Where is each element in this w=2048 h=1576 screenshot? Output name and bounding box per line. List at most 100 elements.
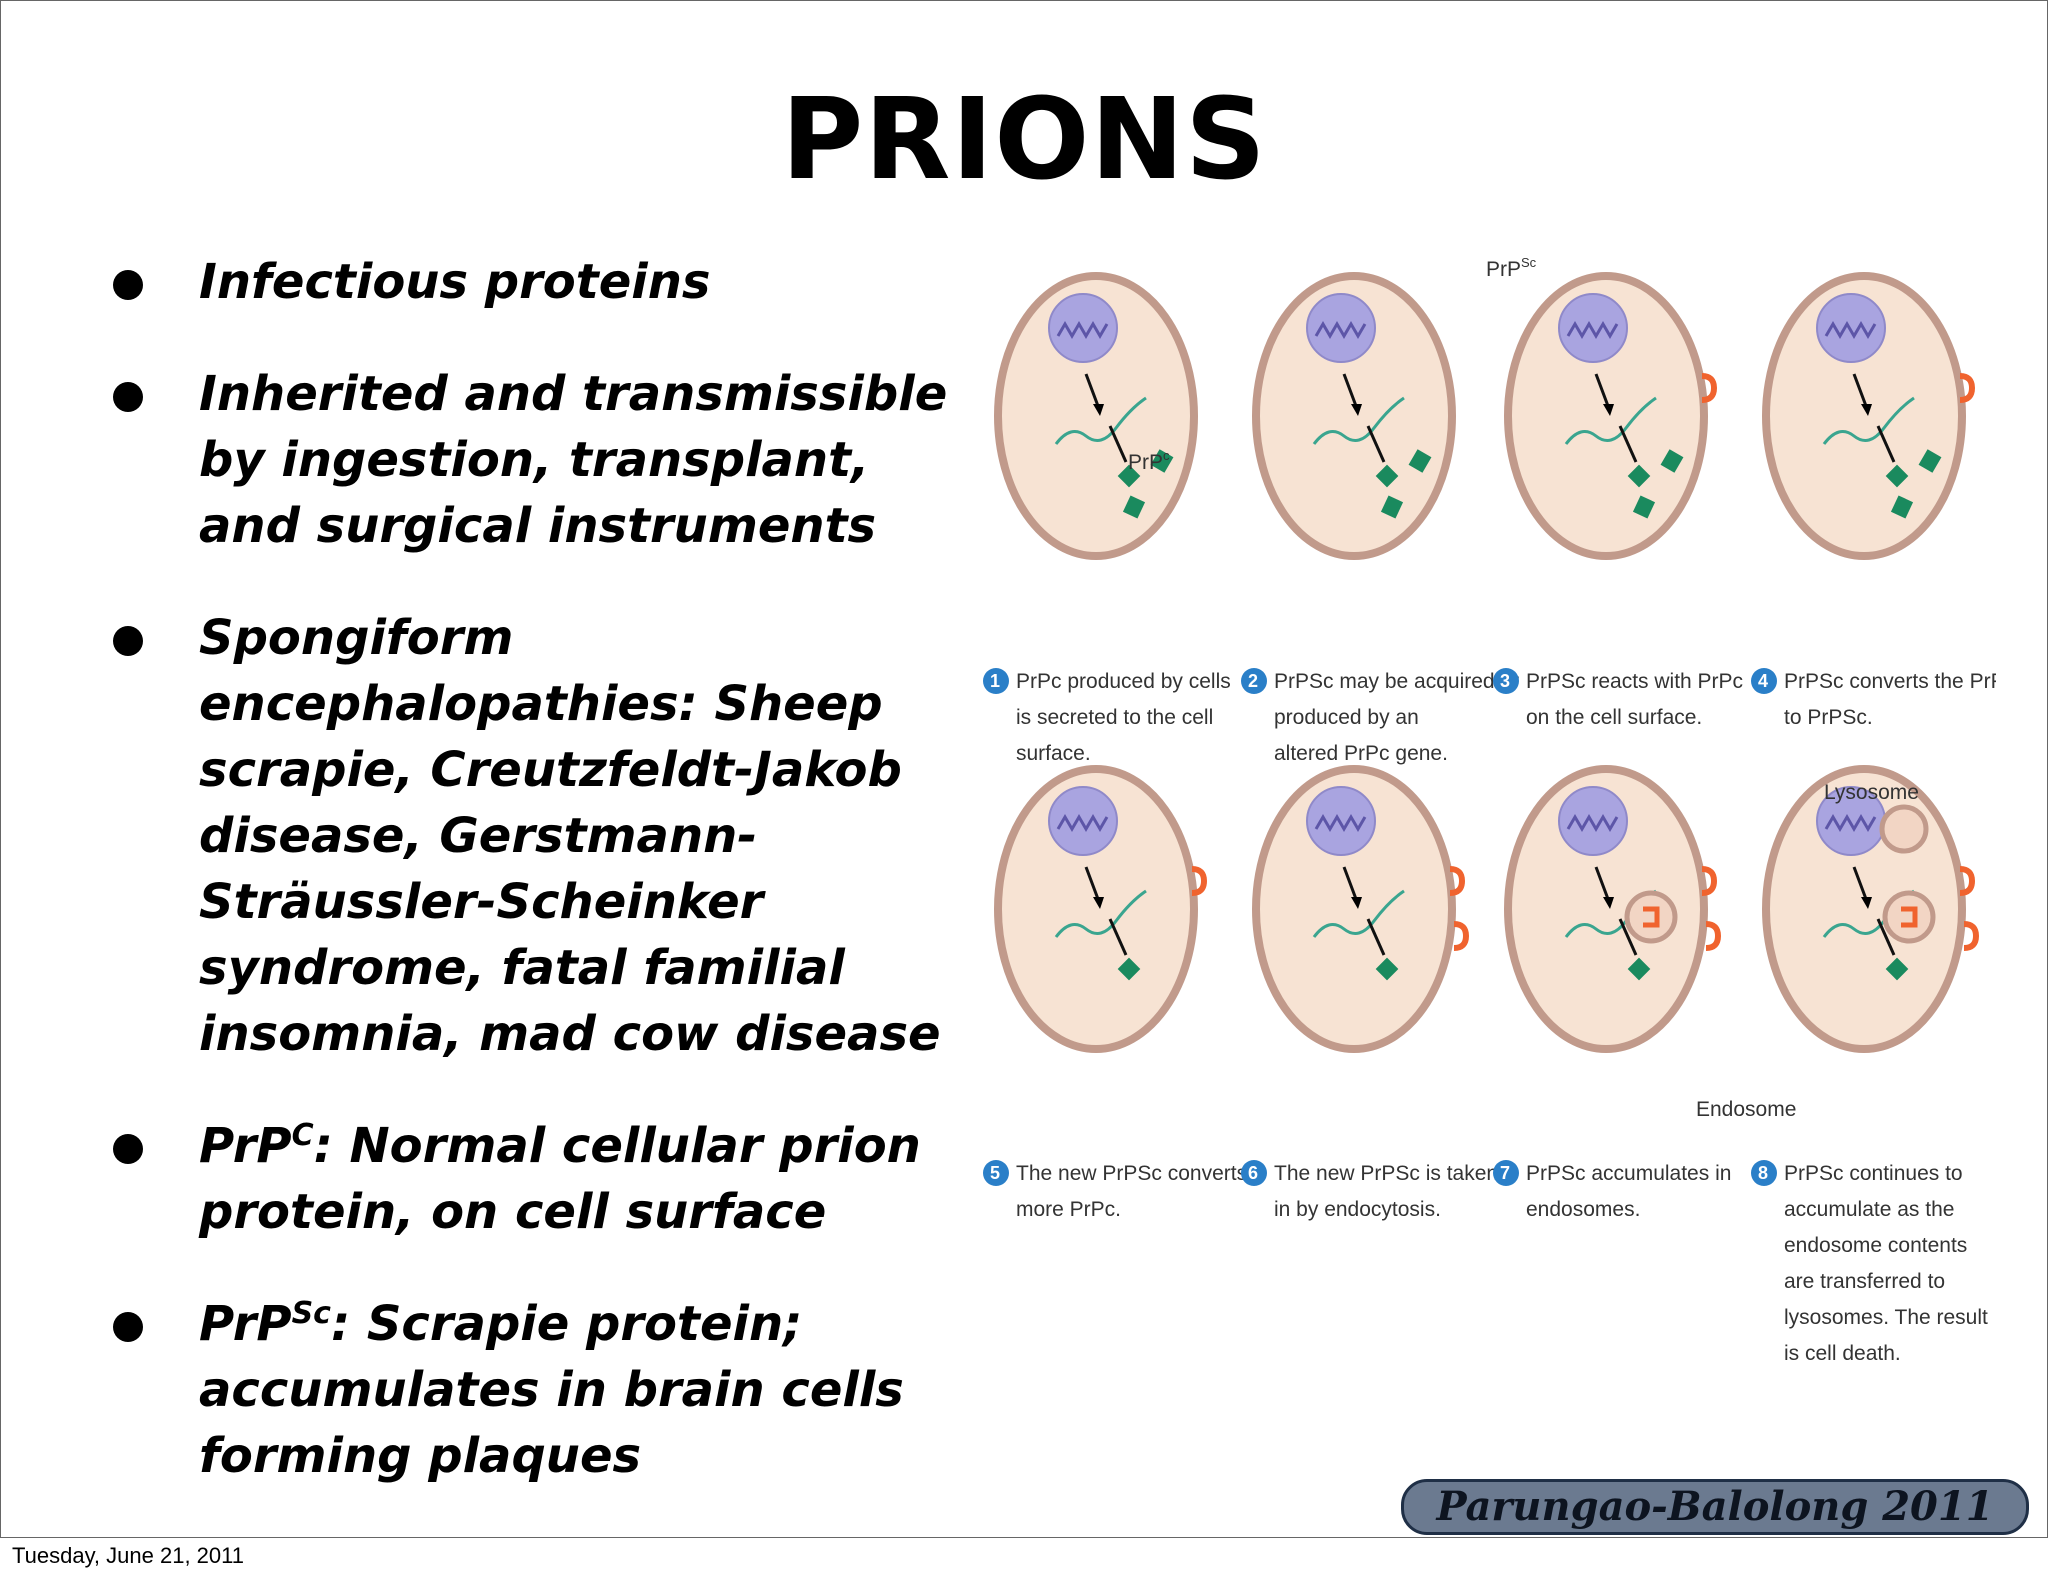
prpsc-protein-icon <box>1191 866 1208 896</box>
step-number: 6 <box>1248 1163 1258 1183</box>
arrow-head-icon <box>1861 897 1872 909</box>
step-number: 5 <box>990 1163 1000 1183</box>
prpsc-protein-icon <box>1701 373 1718 403</box>
endosome-icon <box>1624 890 1678 944</box>
arrow-icon <box>1594 373 1610 407</box>
arrow-icon <box>1618 918 1638 956</box>
step-caption-line: are transferred to <box>1784 1270 1945 1293</box>
bullet-text: Spongiform encephalopathies: Sheep scrap… <box>199 610 941 1062</box>
cell-panel <box>1252 272 1456 560</box>
step-number-badge <box>1751 668 1777 694</box>
bullet-dot-icon <box>113 1134 143 1164</box>
step-caption-line: PrPSc reacts with PrPc <box>1526 670 1743 693</box>
arrow-icon <box>1876 425 1896 463</box>
arrow-icon <box>1618 425 1638 463</box>
arrow-icon <box>1084 373 1100 407</box>
arrow-icon <box>1876 918 1896 956</box>
mrna-strand <box>1054 396 1147 445</box>
step-caption-line: on the cell surface. <box>1526 706 1702 729</box>
mrna-strand <box>1564 396 1657 445</box>
cell-membrane <box>1504 272 1708 560</box>
arrow-head-icon <box>1861 404 1872 416</box>
step-caption-line: PrPc produced by cells <box>1016 670 1231 693</box>
bullet-dot-icon <box>113 1312 143 1342</box>
prpc-protein-icon <box>1408 449 1432 473</box>
bullet-text-prefix: PrP <box>199 1296 292 1352</box>
prpc-protein-icon <box>1918 449 1942 473</box>
step-number: 3 <box>1500 671 1510 691</box>
prpc-protein-icon <box>1890 495 1914 519</box>
cell-panel <box>1252 765 1470 1053</box>
cell-panel <box>1504 272 1718 560</box>
dna-icon <box>1314 321 1367 339</box>
prpsc-protein-icon <box>1453 921 1470 951</box>
cell-membrane <box>1252 765 1456 1053</box>
dna-icon <box>1824 321 1877 339</box>
prpc-protein-icon <box>1885 957 1909 981</box>
dna-icon <box>1566 321 1619 339</box>
prpsc-protein-icon <box>1901 906 1918 928</box>
arrow-icon <box>1852 373 1868 407</box>
dna-icon <box>1314 814 1367 832</box>
step-caption-line: PrPSc accumulates in <box>1526 1162 1731 1185</box>
step-number-badge <box>1241 1160 1267 1186</box>
bullet-item: Infectious proteins <box>101 249 981 315</box>
step-number: 8 <box>1758 1163 1768 1183</box>
arrow-icon <box>1108 425 1128 463</box>
endosome-icon <box>1882 890 1936 944</box>
bullet-dot-icon <box>113 382 143 412</box>
prpc-protein-icon <box>1380 495 1404 519</box>
cell-membrane <box>994 272 1198 560</box>
bullet-text: : Scrapie protein; accumulates in brain … <box>199 1296 904 1484</box>
cell-membrane <box>1762 272 1966 560</box>
bullet-superscript: Sc <box>291 1296 331 1331</box>
step-caption-line: PrPSc may be acquired or <box>1274 670 1519 693</box>
step-number-badge <box>983 1160 1009 1186</box>
bullet-superscript: C <box>291 1118 314 1153</box>
arrow-icon <box>1366 918 1386 956</box>
label-lysosome: Lysosome <box>1824 781 1919 804</box>
step-caption-line: lysosomes. The result <box>1784 1306 1988 1329</box>
label-prpsc-top: PrPSc <box>1486 255 1537 281</box>
bullet-text-prefix: PrP <box>199 1118 292 1174</box>
step-number: 7 <box>1500 1163 1510 1183</box>
lysosome-icon <box>1879 804 1929 854</box>
cell-membrane <box>1252 272 1456 560</box>
figure-labels: PrPSc PrPc Lysosome Endosome <box>1128 255 1919 1121</box>
arrow-icon <box>1594 866 1610 900</box>
bullet-item: Inherited and transmissible by ingestion… <box>101 361 981 559</box>
cell-membrane <box>1504 765 1708 1053</box>
prpc-protein-icon <box>1375 957 1399 981</box>
step-caption-line: PrPSc converts the PrPc <box>1784 670 1996 693</box>
step-caption-line: altered PrPc gene. <box>1274 742 1448 765</box>
mrna-strand <box>1312 396 1405 445</box>
prpsc-protein-icon <box>1701 866 1718 896</box>
bullet-list: Infectious proteins Inherited and transm… <box>101 249 981 1535</box>
bullet-dot-icon <box>113 270 143 300</box>
cell-panel <box>994 765 1208 1053</box>
step-caption-line: accumulate as the <box>1784 1198 1954 1221</box>
step-caption-line: is cell death. <box>1784 1342 1901 1365</box>
step-number: 1 <box>990 671 1000 691</box>
mrna-strand <box>1312 889 1405 938</box>
mrna-strand <box>1054 889 1147 938</box>
step-caption-line: The new PrPSc is taken <box>1274 1162 1498 1185</box>
arrow-head-icon <box>1093 897 1104 909</box>
prpsc-protein-icon <box>1643 906 1660 928</box>
step-number-badge <box>1493 1160 1519 1186</box>
bullet-item: PrPSc: Scrapie protein; accumulates in b… <box>101 1291 981 1489</box>
arrow-head-icon <box>1351 897 1362 909</box>
step-number-badge <box>1751 1160 1777 1186</box>
step-caption-line: endosome contents <box>1784 1234 1967 1257</box>
slide: PRIONS Infectious proteins Inherited and… <box>0 0 2048 1538</box>
step-caption-line: The new PrPSc converts <box>1016 1162 1247 1185</box>
arrow-head-icon <box>1093 404 1104 416</box>
prpsc-protein-icon <box>1963 921 1980 951</box>
step-number: 2 <box>1248 671 1258 691</box>
step-number-badge <box>1241 668 1267 694</box>
step-caption-line: surface. <box>1016 742 1091 765</box>
cell-panel <box>1762 272 1976 560</box>
bullet-text: : Normal cellular prion protein, on cell… <box>199 1118 921 1240</box>
